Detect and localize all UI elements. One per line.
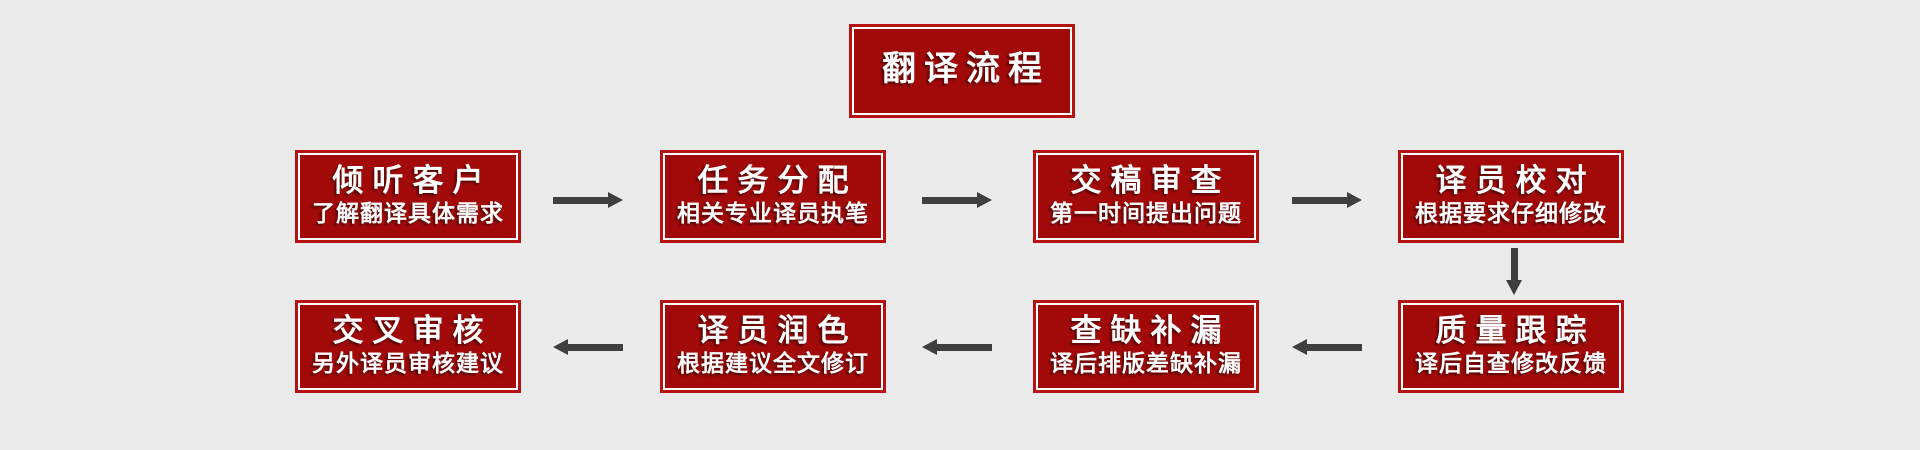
arrow-head [1506,280,1522,295]
page-title: 翻译流程 [882,50,1050,89]
step-gap-filling: 查缺补漏 译后排版差缺补漏 [1033,300,1259,393]
step-subtitle: 根据建议全文修订 [677,350,869,377]
step-title: 倾听客户 [332,163,493,199]
flowchart-title-box: 翻译流程 [849,24,1075,118]
step-box-inner: 译员润色 根据建议全文修订 [663,303,883,390]
step-box-inner: 倾听客户 了解翻译具体需求 [298,153,518,240]
arrow-left-icon [553,339,623,355]
arrow-shaft [922,196,977,204]
step-cross-review: 交叉审核 另外译员审核建议 [295,300,521,393]
step-box-inner: 交叉审核 另外译员审核建议 [298,303,518,390]
step-title: 质量跟踪 [1435,313,1596,349]
arrow-left-icon [922,339,992,355]
step-title: 译员校对 [1435,163,1596,199]
step-quality-tracking: 质量跟踪 译后自查修改反馈 [1398,300,1624,393]
arrow-right-icon [922,192,992,208]
step-title: 交叉审核 [332,313,493,349]
step-title: 任务分配 [697,163,858,199]
arrow-head [1347,192,1362,208]
arrow-head [608,192,623,208]
step-task-assignment: 任务分配 相关专业译员执笔 [660,150,886,243]
step-subtitle: 第一时间提出问题 [1050,200,1242,227]
arrow-head [922,339,937,355]
arrow-head [977,192,992,208]
title-box-inner: 翻译流程 [852,27,1072,115]
arrow-shaft [568,343,623,351]
arrow-shaft [1510,248,1518,280]
step-box-inner: 查缺补漏 译后排版差缺补漏 [1036,303,1256,390]
step-subtitle: 另外译员审核建议 [312,350,504,377]
step-title: 译员润色 [697,313,858,349]
arrow-down-icon [1506,248,1522,295]
arrow-right-icon [1292,192,1362,208]
step-subtitle: 译后排版差缺补漏 [1050,350,1242,377]
step-subtitle: 根据要求仔细修改 [1415,200,1607,227]
step-translator-proofreading: 译员校对 根据要求仔细修改 [1398,150,1624,243]
step-box-inner: 译员校对 根据要求仔细修改 [1401,153,1621,240]
step-title: 交稿审查 [1070,163,1231,199]
step-box-inner: 质量跟踪 译后自查修改反馈 [1401,303,1621,390]
step-box-inner: 任务分配 相关专业译员执笔 [663,153,883,240]
arrow-shaft [553,196,608,204]
step-subtitle: 译后自查修改反馈 [1415,350,1607,377]
arrow-head [553,339,568,355]
step-title: 查缺补漏 [1070,313,1231,349]
step-translator-polishing: 译员润色 根据建议全文修订 [660,300,886,393]
step-submission-review: 交稿审查 第一时间提出问题 [1033,150,1259,243]
step-listen-customer: 倾听客户 了解翻译具体需求 [295,150,521,243]
arrow-right-icon [553,192,623,208]
arrow-left-icon [1292,339,1362,355]
arrow-shaft [1307,343,1362,351]
arrow-shaft [937,343,992,351]
arrow-head [1292,339,1307,355]
step-subtitle: 了解翻译具体需求 [312,200,504,227]
arrow-shaft [1292,196,1347,204]
step-subtitle: 相关专业译员执笔 [677,200,869,227]
step-box-inner: 交稿审查 第一时间提出问题 [1036,153,1256,240]
